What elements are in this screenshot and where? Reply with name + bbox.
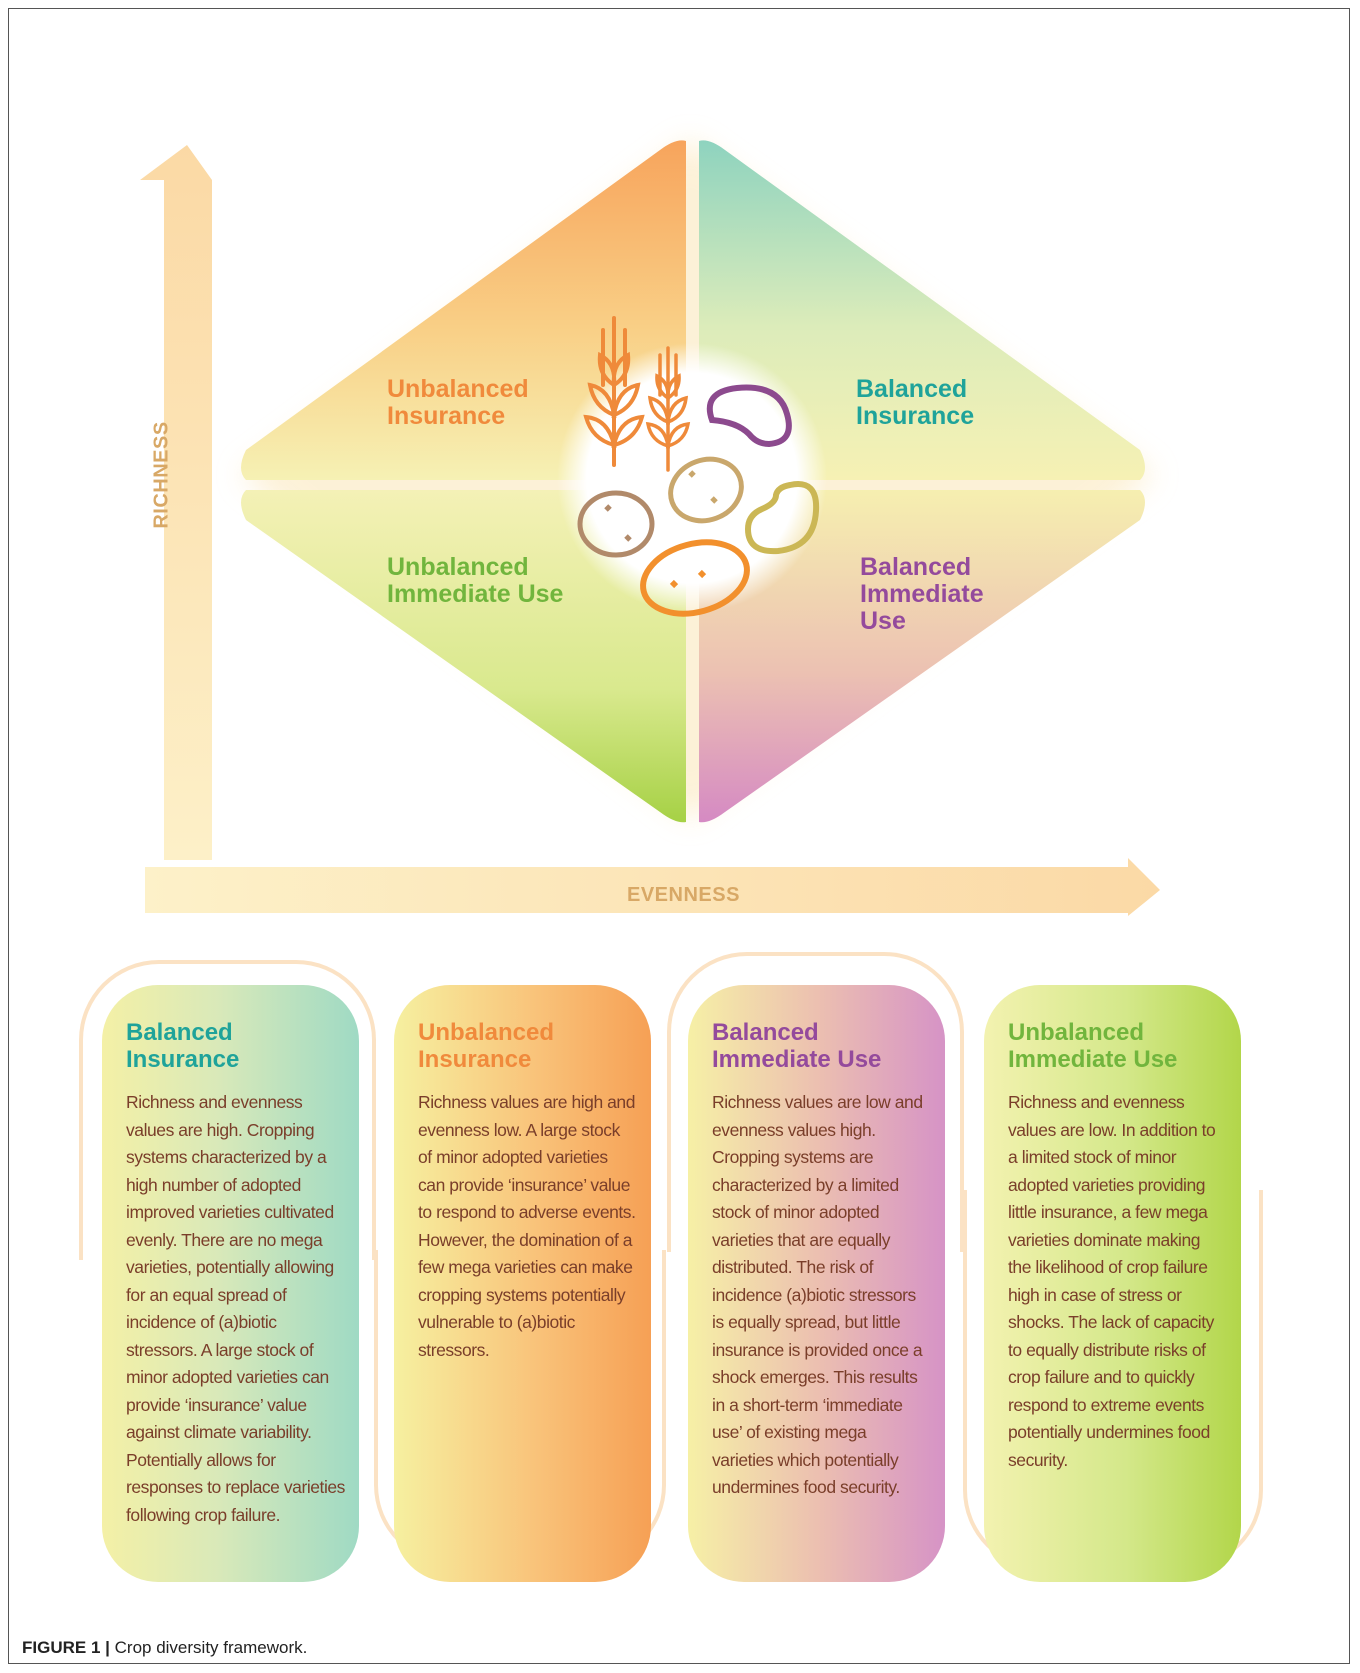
card-body: Richness and evenness values are high. C… xyxy=(126,1092,345,1525)
quadrant-unbalanced-insurance xyxy=(241,140,686,480)
quadrant-label-unbalanced-insurance: Unbalanced Insurance xyxy=(387,376,529,430)
card-title: Balanced Insurance xyxy=(126,1019,240,1073)
quadrant-label-line: Insurance xyxy=(856,402,975,430)
quadrant-label-line: Unbalanced xyxy=(387,553,529,581)
potato-icon xyxy=(640,539,750,617)
card-title: Unbalanced Insurance xyxy=(418,1019,555,1073)
card-balanced-immediate-use: Balanced Immediate Use Richness values a… xyxy=(688,985,945,1582)
card-body: Richness values are low and evenness val… xyxy=(712,1092,923,1497)
quadrant-label-line: Balanced xyxy=(856,375,968,403)
quadrant-label-line: Immediate xyxy=(860,580,984,608)
quadrant-label-balanced-immediate-use: Balanced Immediate Use xyxy=(860,554,984,635)
evenness-axis-label: EVENNESS xyxy=(627,884,740,906)
quadrant-label-line: Immediate Use xyxy=(387,580,564,608)
card-body: Richness and evenness values are low. In… xyxy=(1008,1092,1216,1470)
quadrant-label-balanced-insurance: Balanced Insurance xyxy=(856,376,974,430)
evenness-axis-arrow xyxy=(145,858,1160,916)
quadrant-diagram xyxy=(140,140,1160,916)
card-body: Richness values are high and evenness lo… xyxy=(418,1092,636,1360)
quadrant-label-line: Insurance xyxy=(387,402,506,430)
quadrant-label-line: Balanced xyxy=(860,553,972,581)
quadrant-label-unbalanced-immediate-use: Unbalanced Immediate Use xyxy=(387,554,563,608)
card-unbalanced-immediate-use: Unbalanced Immediate Use Richness and ev… xyxy=(984,985,1241,1582)
card-unbalanced-insurance: Unbalanced Insurance Richness values are… xyxy=(394,985,651,1582)
quadrant-label-line: Use xyxy=(860,607,906,635)
quadrant-balanced-insurance xyxy=(699,140,1145,480)
quadrant-label-line: Unbalanced xyxy=(387,375,529,403)
card-title: Balanced Immediate Use xyxy=(712,1019,882,1073)
richness-axis-arrow xyxy=(140,145,212,860)
potato-icon xyxy=(577,490,655,558)
caption-text: Crop diversity framework. xyxy=(114,1638,308,1657)
caption-label: FIGURE 1 | xyxy=(22,1638,110,1657)
richness-axis-label: RICHNESS xyxy=(150,421,173,529)
card-balanced-insurance: Balanced Insurance Richness and evenness… xyxy=(102,985,359,1582)
figure-caption: FIGURE 1 | Crop diversity framework. xyxy=(22,1638,307,1658)
card-outline-left xyxy=(79,960,376,1260)
wheat-icon xyxy=(645,346,691,472)
potato-icon xyxy=(668,456,744,524)
wheat-icon xyxy=(583,316,645,467)
card-title: Unbalanced Immediate Use xyxy=(1008,1019,1178,1073)
quadrant-balanced-immediate-use xyxy=(699,490,1145,823)
quadrant-unbalanced-immediate-use xyxy=(241,490,686,823)
card-outline-third xyxy=(667,952,964,1252)
bean-icon xyxy=(706,384,792,448)
bean-icon xyxy=(744,481,820,555)
